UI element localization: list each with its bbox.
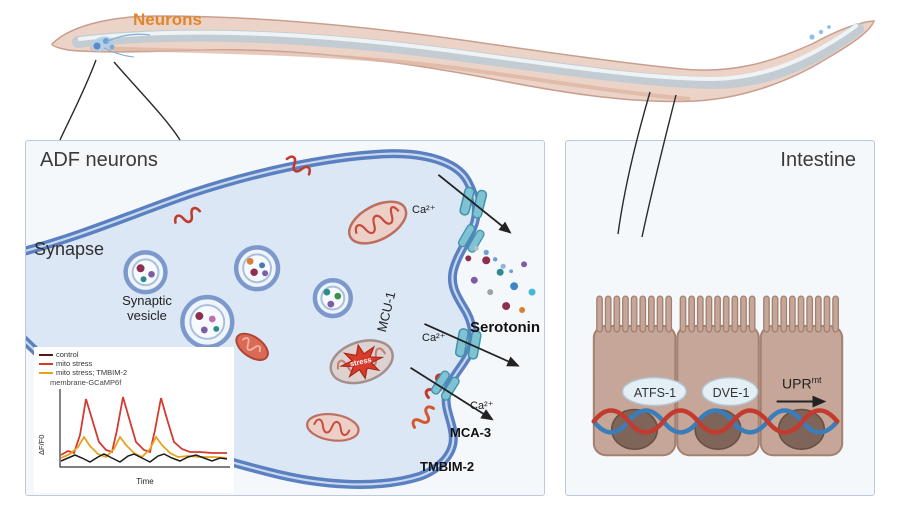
- vesicle-cargo: [195, 312, 220, 334]
- chart-legend: control mito stress mito stress; TMBIM-2: [39, 350, 127, 377]
- plot-axes: [59, 389, 230, 468]
- upr-mt-label: UPRmt: [782, 375, 822, 392]
- gcamp-inset-chart: control mito stress mito stress; TMBIM-2…: [34, 347, 234, 493]
- intestine-panel: Intestine ATFS-1 DVE-1 UPRmt: [565, 140, 875, 496]
- synaptic-vesicle: [123, 250, 168, 295]
- worm-tract-highlight: [78, 24, 858, 82]
- mitochondrion: [306, 412, 360, 442]
- worm-body-shading: [89, 46, 691, 101]
- trace-tmbim2: [60, 435, 228, 459]
- stress-burst-icon: [339, 343, 385, 380]
- vesicle-release-dots: [483, 249, 514, 274]
- chart-subtitle: membrane-GCaMP6f: [50, 378, 122, 387]
- intestine-graphic: [591, 295, 844, 457]
- legend-label-mito-stress: mito stress: [56, 359, 93, 368]
- adf-neurons-panel: stress: [25, 140, 545, 496]
- vesicle-cargo: [136, 264, 155, 283]
- atfs1-oval: [621, 376, 687, 407]
- tmbim2-protein: [411, 405, 436, 429]
- synapse-label: Synapse: [34, 239, 105, 259]
- vesicle-cargo: [323, 288, 342, 308]
- connector-adf-right: [113, 61, 181, 141]
- upr-superscript: mt: [811, 375, 822, 385]
- head-neurons: [91, 33, 151, 58]
- y-axis-label: ΔF/F0: [37, 434, 46, 455]
- legend-swatch-control: [39, 353, 53, 356]
- ca2-label-bottom: Ca²⁺: [470, 400, 494, 412]
- x-axis-label: Time: [136, 477, 154, 486]
- tail-neurons: [809, 25, 831, 40]
- ca2-label-top: Ca²⁺: [412, 204, 436, 216]
- neurons-label: Neurons: [133, 10, 202, 29]
- dve1-oval: [701, 376, 759, 407]
- stressed-mitochondrion: stress: [329, 339, 394, 385]
- calcium-channel: [454, 328, 482, 360]
- legend-label-control: control: [56, 350, 79, 359]
- worm-intestinal-tract: [72, 23, 864, 90]
- stress-label: stress: [349, 355, 372, 368]
- upr-text: UPR: [782, 375, 812, 392]
- legend-swatch-mito-stress: [39, 362, 53, 365]
- mitochondrion-small: [235, 332, 269, 361]
- serotonin-dots: [465, 245, 536, 314]
- intestine-panel-title: Intestine: [780, 149, 856, 171]
- connector-adf-left: [59, 59, 97, 141]
- dna-helix: [591, 408, 840, 435]
- ca2-label-middle: Ca²⁺: [422, 332, 446, 344]
- synaptic-vesicle-label: Synaptic vesicle: [122, 293, 172, 323]
- mitochondrion: [347, 200, 408, 245]
- synaptic-vesicle: [180, 294, 235, 350]
- vesicle-cargo: [246, 257, 269, 277]
- legend-swatch-tmbim2: [39, 371, 53, 374]
- adf-panel-title: ADF neurons: [40, 149, 158, 171]
- dve1-label: DVE-1: [712, 386, 750, 400]
- synaptic-vesicle: [312, 277, 353, 319]
- legend-label-tmbim2: mito stress; TMBIM-2: [56, 368, 128, 377]
- calcium-channel: [459, 186, 488, 219]
- dna-strand-red: [591, 408, 840, 435]
- calcium-channel: [431, 370, 460, 401]
- calcium-flux-arrows: [410, 174, 520, 421]
- atfs1-label: ATFS-1: [633, 386, 677, 400]
- synaptic-vesicle: [233, 245, 281, 292]
- trace-mito-stress: [60, 396, 227, 456]
- serotonin-label: Serotonin: [470, 319, 540, 336]
- dna-strand-blue: [591, 408, 840, 435]
- gcamp-plot: [59, 389, 230, 468]
- mca3-label: MCA-3: [450, 425, 492, 440]
- trace-control: [60, 453, 228, 463]
- tmbim2-label: TMBIM-2: [420, 459, 475, 474]
- calcium-channel: [457, 224, 485, 253]
